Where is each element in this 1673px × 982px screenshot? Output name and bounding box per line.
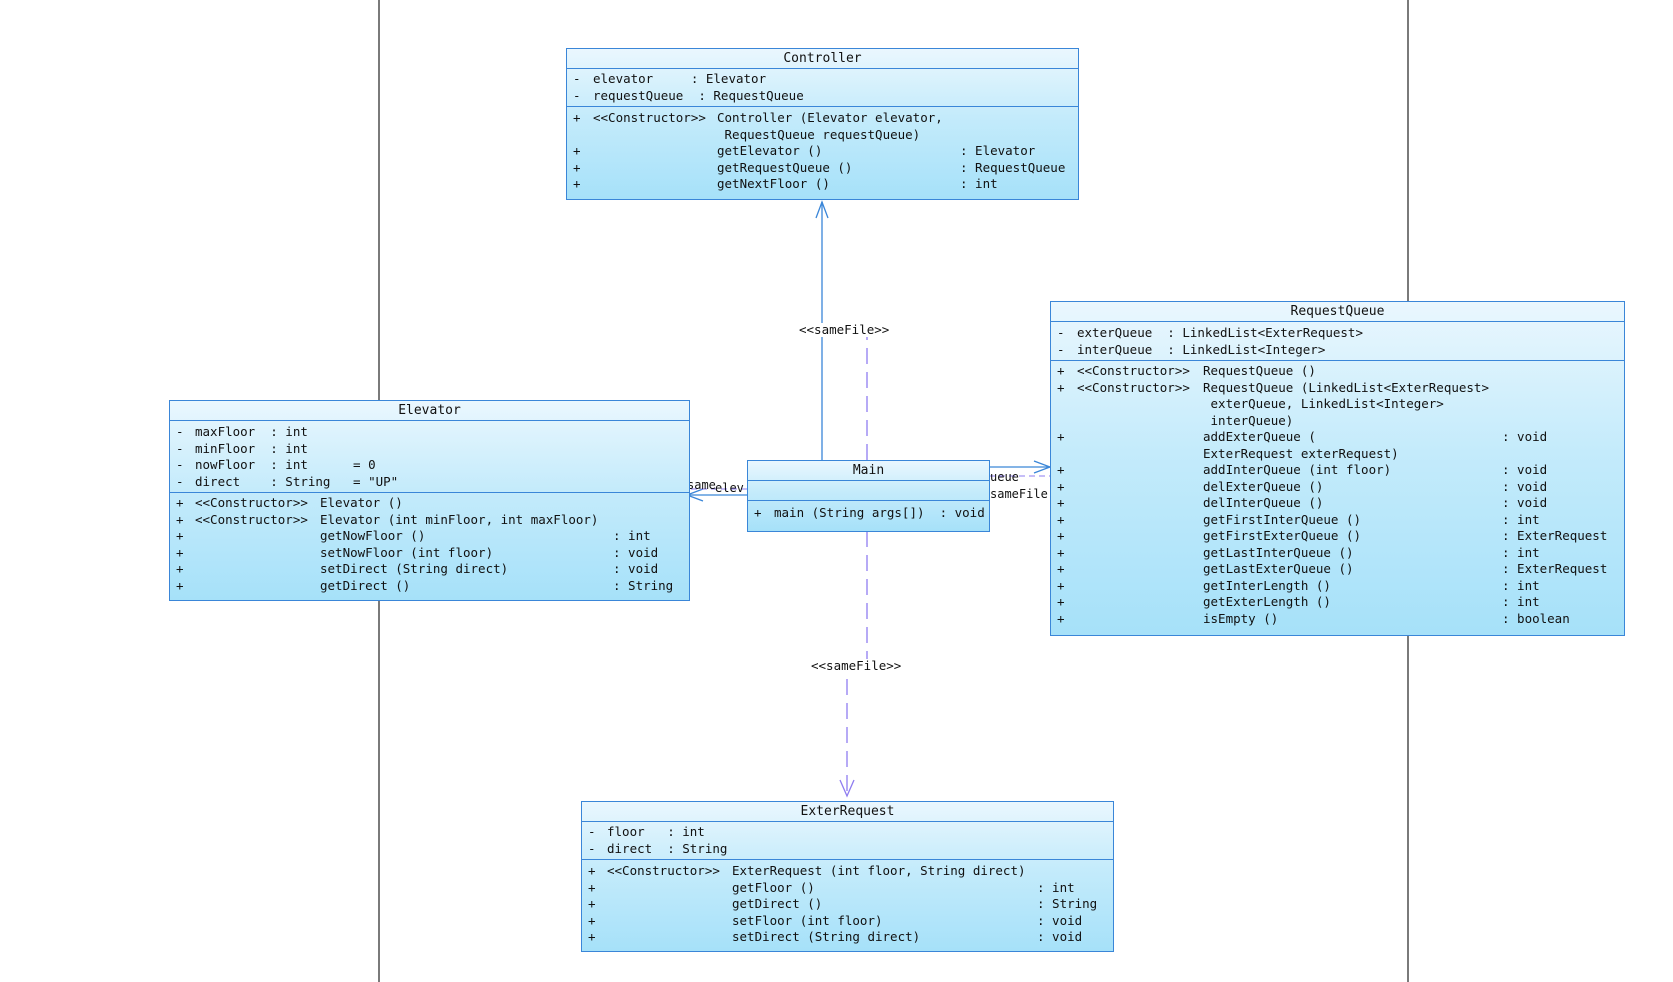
operation-row[interactable]: +delExterQueue (): void [1057, 478, 1548, 494]
attribute-row[interactable]: -exterQueue : LinkedList<ExterRequest> [1057, 325, 1363, 340]
attribute-row[interactable]: -nowFloor : int = 0 [176, 457, 376, 472]
operation-row[interactable]: +<<Constructor>>Elevator (int minFloor, … [176, 511, 599, 527]
operation-row[interactable]: +setDirect (String direct): void [176, 561, 659, 576]
operation-row[interactable]: +getElevator (): Elevator [573, 143, 1036, 158]
label-queue-b: sameFile [990, 487, 1048, 501]
operations-section: +<<Constructor>>Controller (Elevator ele… [567, 107, 1078, 195]
class-elevator[interactable]: Elevator -maxFloor : int -minFloor : int… [169, 400, 690, 601]
attribute-row[interactable]: -minFloor : int [176, 440, 308, 456]
attribute-row[interactable]: -elevator : Elevator [573, 71, 767, 86]
operation-row[interactable]: +setDirect (String direct): void [588, 929, 1083, 944]
attribute-row[interactable]: -maxFloor : int [176, 424, 308, 439]
operation-row[interactable]: +getNextFloor (): int [573, 176, 998, 191]
operation-row[interactable]: +getFirstExterQueue (): ExterRequest [1057, 528, 1608, 543]
class-title: ExterRequest [582, 802, 1113, 822]
operations-section: +<<Constructor>>ExterRequest (int floor,… [582, 860, 1113, 948]
operation-row[interactable]: RequestQueue requestQueue) [717, 126, 921, 142]
label-samefile-controller: <<sameFile>> [799, 322, 890, 337]
class-exterrequest[interactable]: ExterRequest -floor : int -direct : Stri… [581, 801, 1114, 952]
operation-row[interactable]: +setNowFloor (int floor): void [176, 544, 659, 560]
operation-row[interactable]: +<<Constructor>>ExterRequest (int floor,… [588, 863, 1026, 878]
operation-row[interactable]: +getExterLength (): int [1057, 594, 1540, 609]
operation-row[interactable]: +getDirect (): String [588, 896, 1098, 911]
dependency-main-exterrequest[interactable] [846, 531, 868, 796]
attributes-section: -elevator : Elevator -requestQueue : Req… [567, 69, 1078, 107]
attributes-section [748, 481, 989, 501]
dependency-main-exterrequest-arrowhead [839, 779, 855, 798]
class-controller[interactable]: Controller -elevator : Elevator -request… [566, 48, 1079, 200]
attribute-row[interactable]: -direct : String = "UP" [176, 473, 399, 489]
class-title: Main [748, 461, 989, 481]
class-title: RequestQueue [1051, 302, 1624, 322]
operation-row[interactable]: +getRequestQueue (): RequestQueue [573, 159, 1066, 175]
operation-row[interactable]: +getLastInterQueue (): int [1057, 544, 1540, 560]
class-requestqueue[interactable]: RequestQueue -exterQueue : LinkedList<Ex… [1050, 301, 1625, 636]
class-title: Controller [567, 49, 1078, 69]
operation-row[interactable]: +getInterLength (): int [1057, 577, 1540, 593]
operation-row[interactable]: +delInterQueue (): void [1057, 495, 1548, 510]
operation-row[interactable]: ExterRequest exterRequest) [1203, 445, 1399, 461]
operation-row[interactable]: +<<Constructor>>Elevator () [176, 495, 403, 510]
attributes-section: -floor : int -direct : String [582, 822, 1113, 860]
assoc-main-controller-arrowhead [815, 200, 829, 219]
attribute-row[interactable]: -requestQueue : RequestQueue [573, 87, 804, 103]
operation-row[interactable]: exterQueue, LinkedList<Integer> [1203, 396, 1444, 411]
operation-row[interactable]: +<<Constructor>>RequestQueue (LinkedList… [1057, 379, 1489, 395]
attribute-row[interactable]: -direct : String [588, 840, 728, 856]
label-same-elevator-b: elev [715, 481, 744, 495]
operation-row[interactable]: +setFloor (int floor): void [588, 912, 1083, 928]
operation-row[interactable]: +addInterQueue (int floor): void [1057, 462, 1548, 477]
operation-row[interactable]: +isEmpty (): boolean [1057, 610, 1570, 626]
attributes-section: -maxFloor : int -minFloor : int -nowFloo… [170, 421, 689, 493]
operation-row[interactable]: +addExterQueue (: void [1057, 429, 1548, 444]
operation-row[interactable]: +getFloor (): int [588, 879, 1075, 895]
class-title: Elevator [170, 401, 689, 421]
operation-row[interactable]: +getLastExterQueue (): ExterRequest [1057, 561, 1608, 576]
operation-row[interactable]: +getDirect (): String [176, 577, 674, 593]
label-same-elevator-a: same [687, 478, 716, 492]
operation-row[interactable]: interQueue) [1203, 412, 1294, 428]
attributes-section: -exterQueue : LinkedList<ExterRequest> -… [1051, 322, 1624, 361]
attribute-row[interactable]: -floor : int [588, 824, 705, 839]
operation-row[interactable]: +main (String args[]) : void [754, 505, 985, 520]
label-samefile-exterrequest: <<sameFile>> [811, 658, 902, 673]
operation-row[interactable]: +<<Constructor>>RequestQueue () [1057, 363, 1316, 378]
attribute-row[interactable]: -interQueue : LinkedList<Integer> [1057, 341, 1326, 357]
operation-row[interactable]: +getFirstInterQueue (): int [1057, 511, 1540, 527]
operation-row[interactable]: +getNowFloor (): int [176, 528, 651, 543]
operations-section: +<<Constructor>>Elevator () +<<Construct… [170, 493, 689, 596]
operations-section: +main (String args[]) : void [748, 501, 989, 524]
operation-row[interactable]: +<<Constructor>>Controller (Elevator ele… [573, 110, 943, 125]
class-main[interactable]: Main +main (String args[]) : void [747, 460, 990, 532]
label-queue-a: ueue [990, 470, 1019, 484]
operations-section: +<<Constructor>>RequestQueue () +<<Const… [1051, 361, 1624, 629]
